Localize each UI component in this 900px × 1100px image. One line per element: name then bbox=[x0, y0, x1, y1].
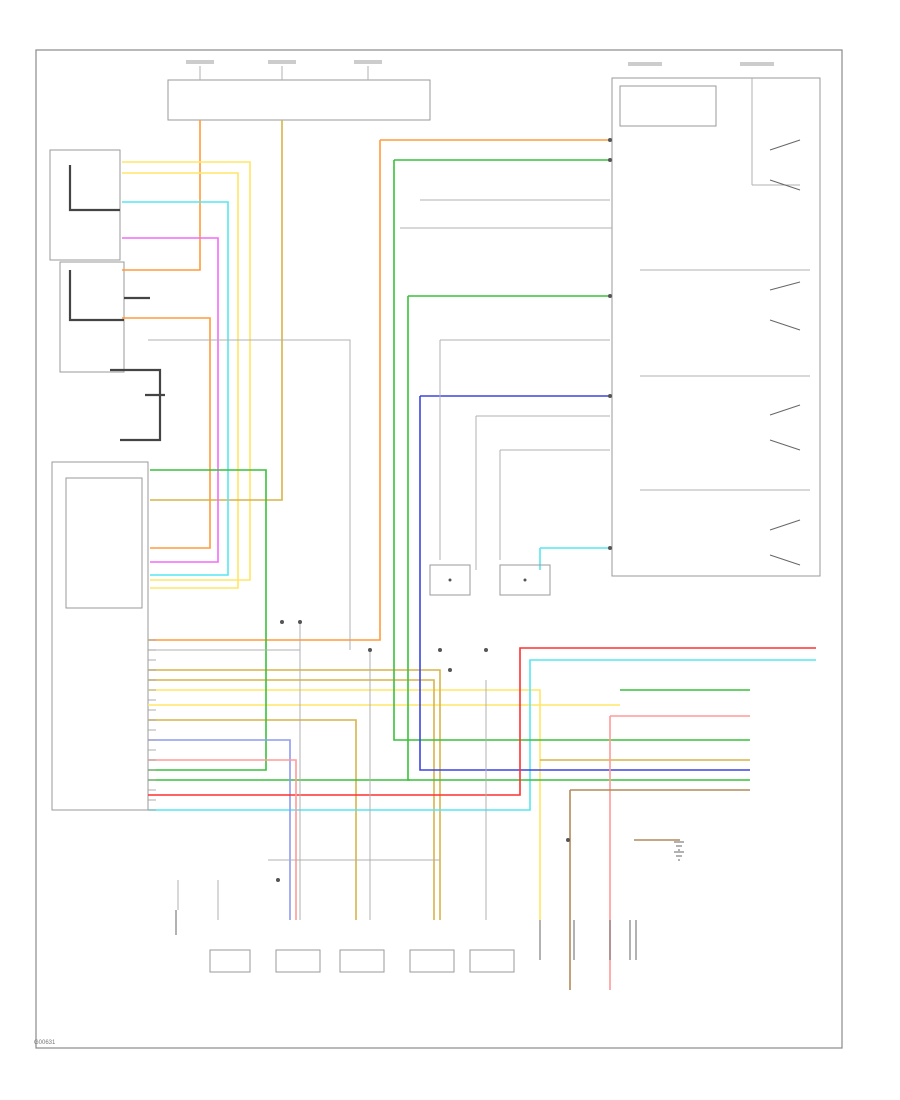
fan-motor-icon bbox=[429, 564, 551, 596]
diagram-frame bbox=[35, 49, 843, 1049]
sensor-connector-icon bbox=[175, 910, 637, 973]
splice-dot-icon bbox=[276, 138, 612, 882]
left-components bbox=[49, 149, 165, 811]
underhood-fuse-relay-block bbox=[611, 62, 821, 577]
footer-code: G00631 bbox=[34, 1040, 56, 1046]
relay-switch-icon bbox=[640, 139, 810, 566]
fuse-block bbox=[167, 60, 431, 121]
wire-harness bbox=[122, 120, 816, 990]
ground-icon bbox=[674, 841, 684, 861]
connector-pins bbox=[148, 639, 156, 811]
